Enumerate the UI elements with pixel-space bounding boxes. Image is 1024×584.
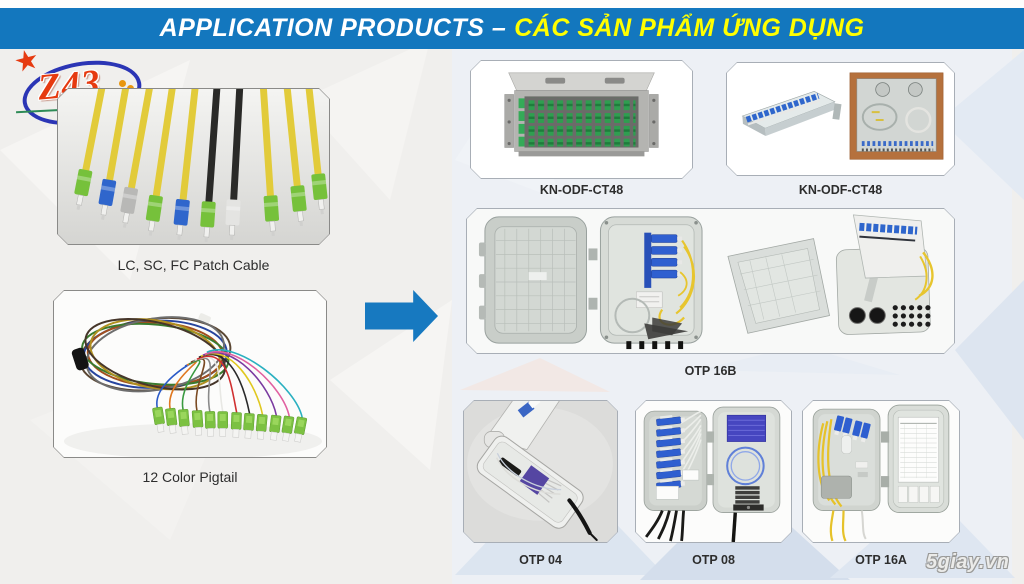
odf-rack-image <box>471 61 692 178</box>
watermark: 5giay.vn <box>926 551 1010 573</box>
otp-04-image <box>464 401 617 542</box>
product-label-pigtail: 12 Color Pigtail <box>142 469 238 485</box>
product-card-pigtail <box>53 290 327 458</box>
header-title-en: APPLICATION PRODUCTS – <box>159 14 507 42</box>
odf-tray-image <box>727 63 954 175</box>
product-card-otp-16b <box>466 208 955 354</box>
product-card-otp-16a <box>802 400 960 543</box>
product-label-otp-16b: OTP 16B <box>684 364 737 378</box>
product-label-otp-16a: OTP 16A <box>855 553 907 567</box>
header-bar: APPLICATION PRODUCTS –CÁC SẢN PHẨM ỨNG D… <box>0 8 1024 49</box>
product-card-otp-08 <box>635 400 792 543</box>
otp-16a-image <box>803 401 959 542</box>
product-label-odf-tray: KN-ODF-CT48 <box>798 183 883 197</box>
otp-16b-image <box>467 209 954 353</box>
product-label-otp-04: OTP 04 <box>519 553 562 567</box>
product-card-odf-rack <box>470 60 693 179</box>
product-card-patch-cable <box>57 88 330 245</box>
product-card-odf-tray <box>726 62 955 176</box>
pigtail-image <box>54 291 326 457</box>
product-card-otp-04 <box>463 400 618 543</box>
product-label-odf-rack: KN-ODF-CT48 <box>539 183 624 197</box>
product-label-otp-08: OTP 08 <box>692 553 735 567</box>
header-title-vi: CÁC SẢN PHẨM ỨNG DỤNG <box>514 14 865 42</box>
patch-cable-image <box>58 89 329 244</box>
otp-08-image <box>636 401 791 542</box>
product-label-patch-cable: LC, SC, FC Patch Cable <box>117 257 270 273</box>
